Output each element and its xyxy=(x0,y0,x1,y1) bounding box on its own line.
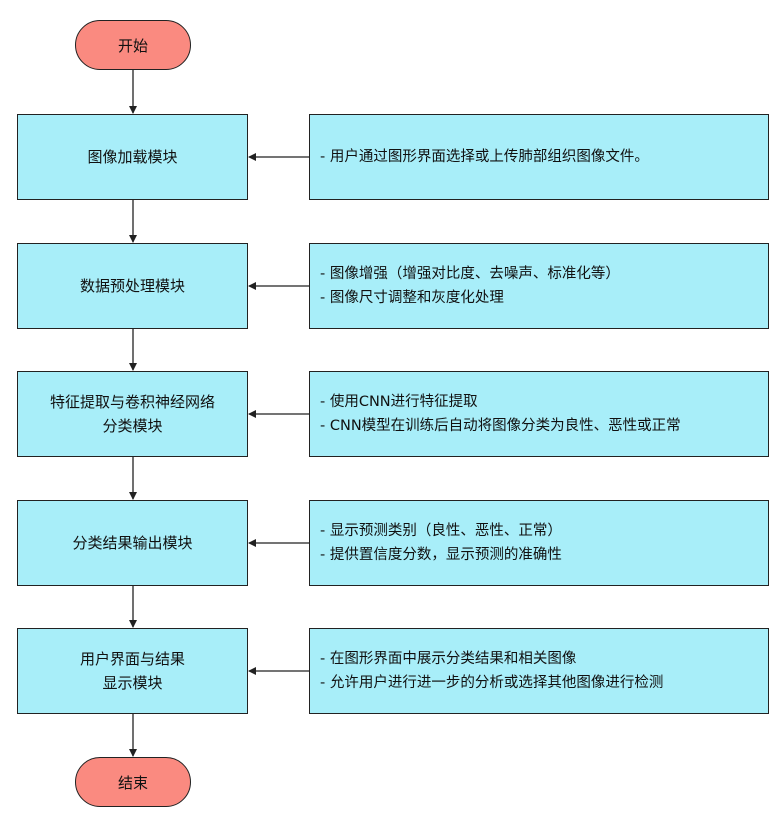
start-label: 开始 xyxy=(117,36,148,55)
note-line: - 提供置信度分数，显示预测的准确性 xyxy=(320,547,562,563)
note-line: - 图像尺寸调整和灰度化处理 xyxy=(320,290,504,306)
note-line: - 允许用户进行进一步的分析或选择其他图像进行检测 xyxy=(320,675,664,691)
note-line: - 图像增强（增强对比度、去噪声、标准化等） xyxy=(320,266,620,282)
note-ui-display: - 在图形界面中展示分类结果和相关图像 - 允许用户进行进一步的分析或选择其他图… xyxy=(309,628,769,714)
module-preprocessing: 数据预处理模块 xyxy=(17,243,248,329)
module-image-loading: 图像加载模块 xyxy=(17,114,248,200)
note-line: - 显示预测类别（良性、恶性、正常） xyxy=(320,523,562,539)
note-result-output: - 显示预测类别（良性、恶性、正常） - 提供置信度分数，显示预测的准确性 xyxy=(309,500,769,586)
module-title-line: 显示模块 xyxy=(102,674,163,692)
note-line: - 在图形界面中展示分类结果和相关图像 xyxy=(320,651,577,667)
module-feature-cnn: 特征提取与卷积神经网络 分类模块 xyxy=(17,371,248,457)
module-title-line: 分类模块 xyxy=(102,417,163,435)
module-result-output: 分类结果输出模块 xyxy=(17,500,248,586)
note-line: - 用户通过图形界面选择或上传肺部组织图像文件。 xyxy=(320,149,649,165)
note-line: - CNN模型在训练后自动将图像分类为良性、恶性或正常 xyxy=(320,418,681,434)
module-title-line: 用户界面与结果 xyxy=(79,650,185,668)
end-label: 结束 xyxy=(117,773,148,792)
start-terminal: 开始 xyxy=(75,20,191,70)
note-image-loading: - 用户通过图形界面选择或上传肺部组织图像文件。 xyxy=(309,114,769,200)
note-line: - 使用CNN进行特征提取 xyxy=(320,394,478,410)
module-title-line: 数据预处理模块 xyxy=(79,277,185,295)
module-ui-display: 用户界面与结果 显示模块 xyxy=(17,628,248,714)
note-preprocessing: - 图像增强（增强对比度、去噪声、标准化等） - 图像尺寸调整和灰度化处理 xyxy=(309,243,769,329)
module-title-line: 分类结果输出模块 xyxy=(72,534,193,552)
module-title-line: 图像加载模块 xyxy=(87,148,178,166)
module-title-line: 特征提取与卷积神经网络 xyxy=(49,393,215,411)
end-terminal: 结束 xyxy=(75,757,191,807)
note-feature-cnn: - 使用CNN进行特征提取 - CNN模型在训练后自动将图像分类为良性、恶性或正… xyxy=(309,371,769,457)
